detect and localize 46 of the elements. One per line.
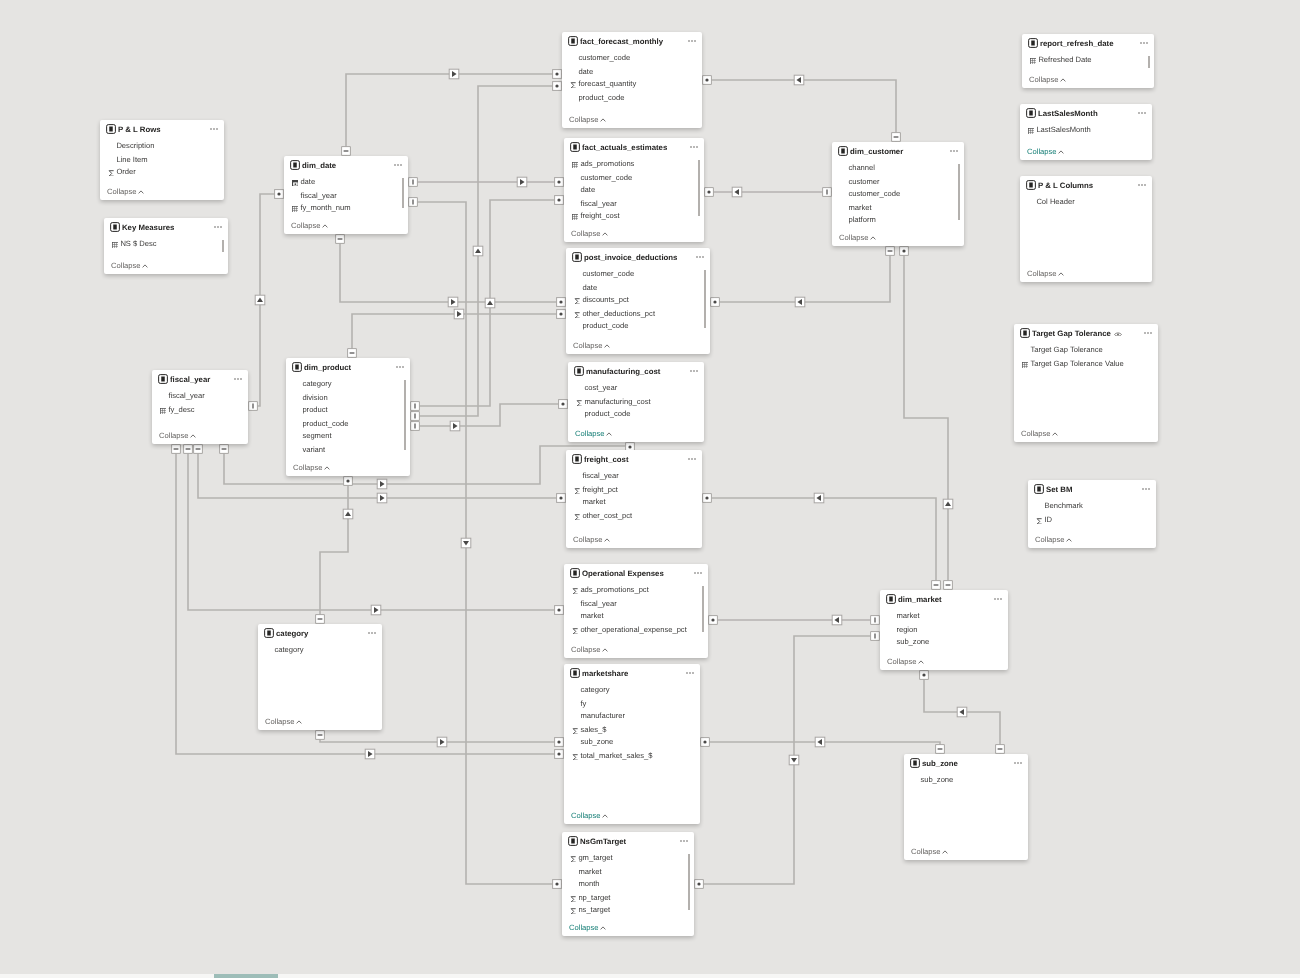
table-card <box>152 370 248 444</box>
table-card <box>566 450 702 548</box>
relationship-line <box>701 492 941 591</box>
relationship-line <box>709 245 895 308</box>
table-card <box>568 362 704 442</box>
relationship-line <box>407 197 563 889</box>
table-card <box>564 664 700 824</box>
relationship-line <box>409 195 565 411</box>
relationship-line <box>183 443 565 616</box>
relationship-line <box>335 233 567 308</box>
relationship-line <box>703 186 833 198</box>
relationship-line <box>219 441 635 490</box>
table-card <box>284 156 408 234</box>
relationship-line <box>699 736 945 755</box>
table-card <box>564 138 704 242</box>
table-card <box>1022 34 1154 88</box>
table-card <box>566 248 710 354</box>
relationship-line <box>693 631 881 889</box>
table-card <box>258 624 382 730</box>
table-card <box>562 832 694 936</box>
relationship-line <box>409 81 563 421</box>
table-card <box>1014 324 1158 442</box>
relationship-line <box>407 176 565 188</box>
relationship-line <box>899 245 954 591</box>
relationship-line <box>347 308 567 359</box>
relationship-line <box>171 443 565 760</box>
table-card <box>832 142 964 246</box>
relationship-line <box>341 68 563 157</box>
table-card <box>286 358 410 476</box>
table-card <box>100 120 224 200</box>
table-card <box>562 32 702 128</box>
relationship-line <box>409 399 569 432</box>
table-card <box>904 754 1028 860</box>
table-card <box>880 590 1008 670</box>
relationship-line <box>193 443 567 504</box>
relationship-line <box>919 669 1005 755</box>
table-card <box>1020 104 1152 160</box>
table-card <box>104 218 228 274</box>
table-card <box>564 564 708 658</box>
table-card <box>1028 480 1156 548</box>
relationship-line <box>315 729 565 748</box>
table-card <box>1020 176 1152 282</box>
relationship-line <box>701 74 901 143</box>
relationship-line <box>315 475 354 625</box>
relationship-line <box>247 189 285 411</box>
relationship-line <box>707 614 881 626</box>
